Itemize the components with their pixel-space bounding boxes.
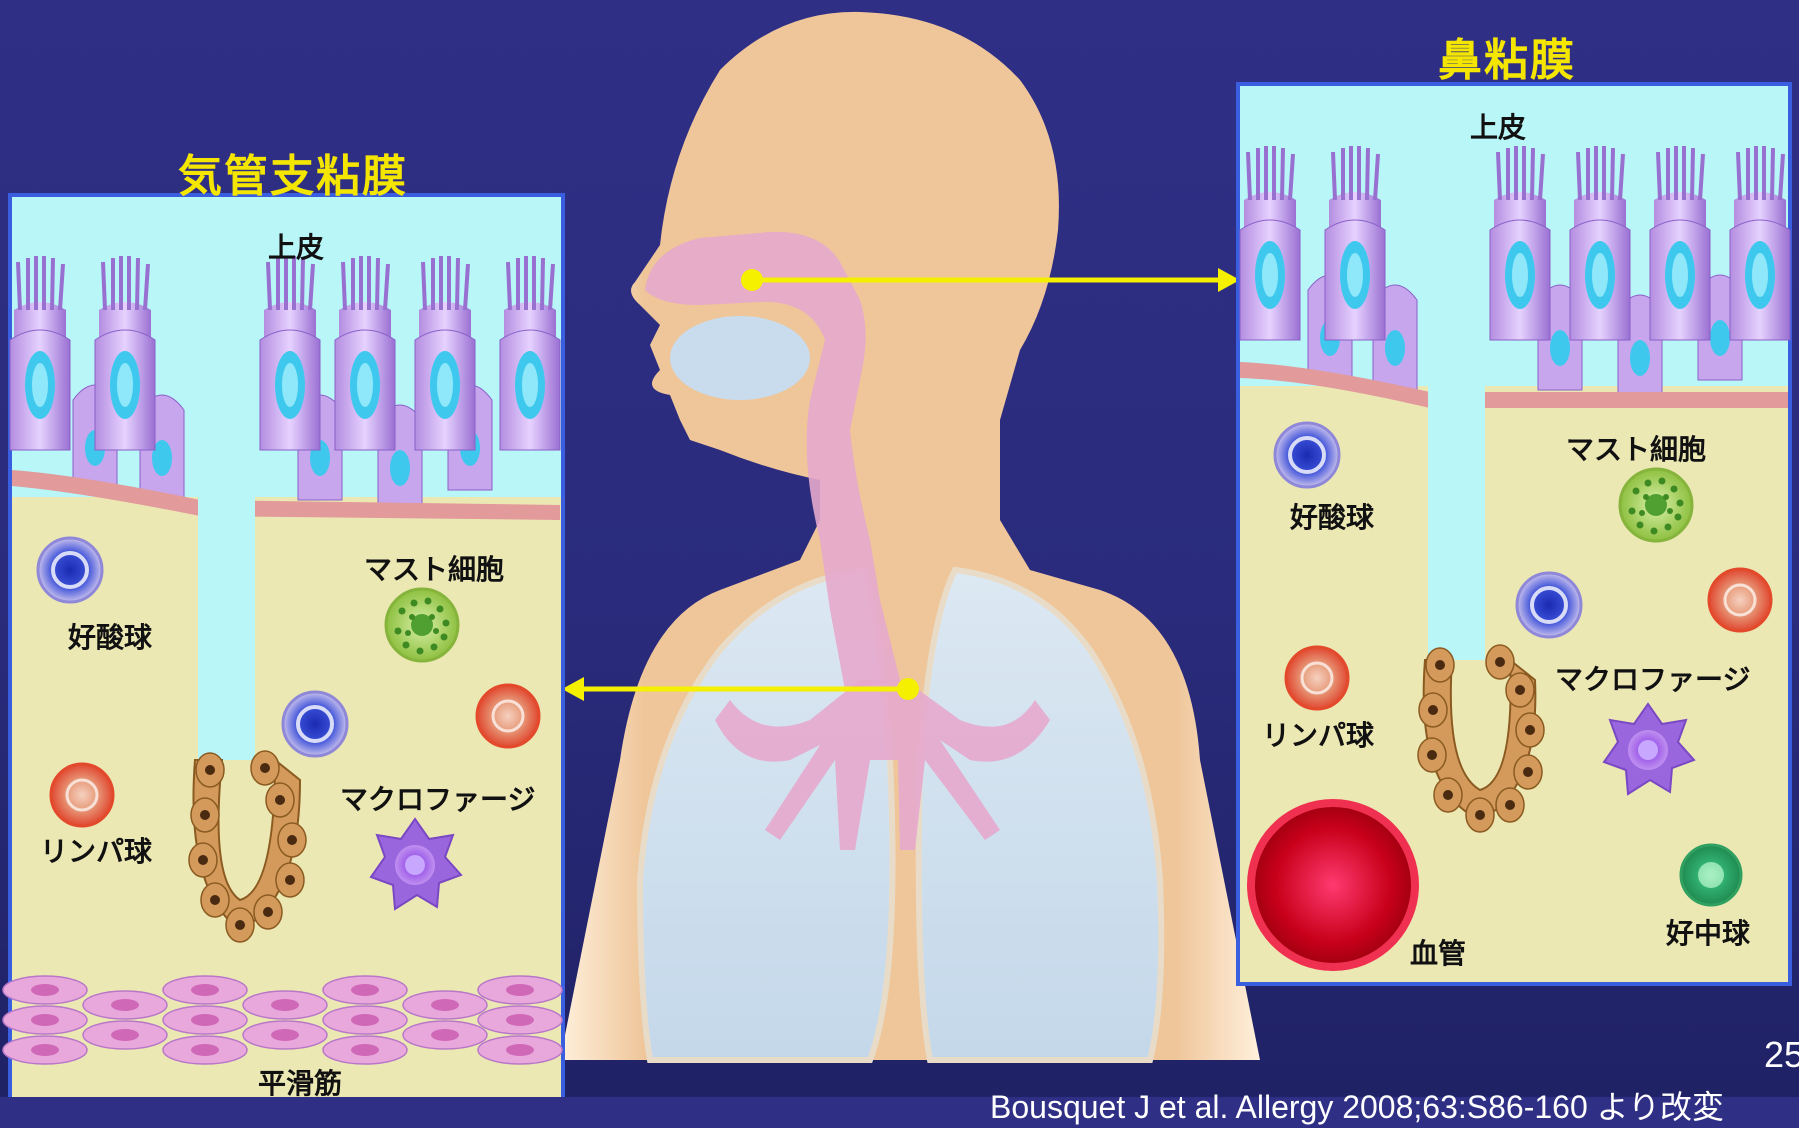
nasal-macrophage-label: マクロファージ <box>1555 658 1750 698</box>
blood-vessel <box>1251 803 1415 967</box>
bronchial-eosinophil-label: 好酸球 <box>68 616 152 656</box>
bronchial-mucosa-title: 気管支粘膜 <box>178 140 408 204</box>
nasal-lymphocyte-label: リンパ球 <box>1262 714 1374 754</box>
slide: 気管支粘膜 鼻粘膜 上皮 好酸球 マスト細胞 リンパ球 マクロファージ 平滑筋 … <box>0 0 1799 1097</box>
page-number: 25 <box>1764 1034 1799 1076</box>
bronchial-lymphocyte-label: リンパ球 <box>40 830 152 870</box>
bronchial-smooth-muscle-label: 平滑筋 <box>258 1062 342 1102</box>
nasal-mucosa-title: 鼻粘膜 <box>1438 24 1576 88</box>
bronchial-mast-cell-label: マスト細胞 <box>364 548 504 588</box>
nasal-epithelium-label: 上皮 <box>1470 106 1526 146</box>
bronchial-macrophage-label: マクロファージ <box>340 778 535 818</box>
citation: Bousquet J et al. Allergy 2008;63:S86-16… <box>990 1082 1799 1128</box>
nasal-eosinophil-label: 好酸球 <box>1290 496 1374 536</box>
nasal-blood-vessel-label: 血管 <box>1410 932 1466 972</box>
human-torso <box>560 12 1260 1060</box>
bronchial-epithelium-label: 上皮 <box>268 226 324 266</box>
nasal-mast-cell-label: マスト細胞 <box>1566 428 1706 468</box>
nasal-neutrophil-label: 好中球 <box>1666 912 1750 952</box>
